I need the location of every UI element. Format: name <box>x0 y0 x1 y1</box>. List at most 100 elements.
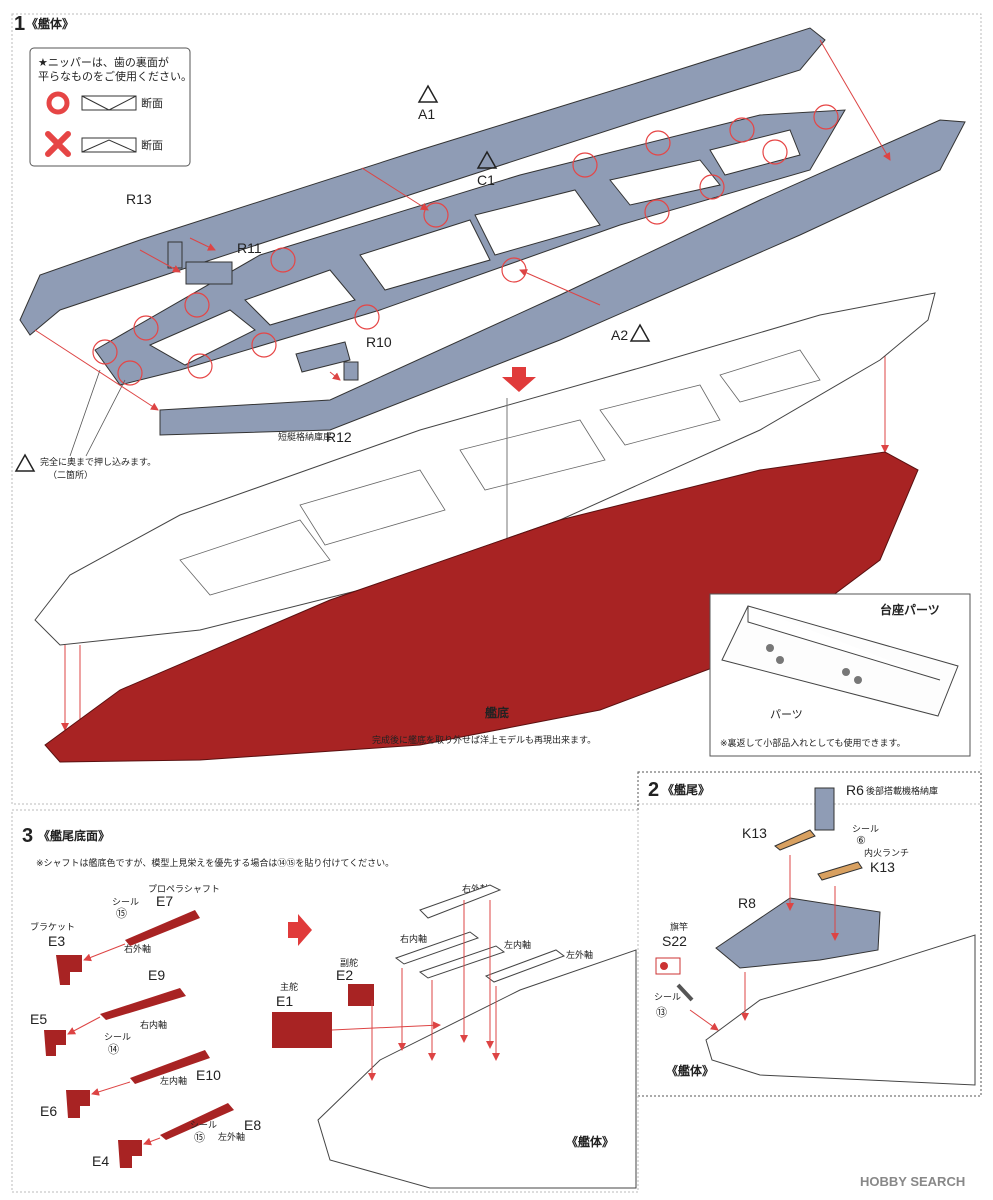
part-s22-mast <box>676 983 694 1002</box>
bracket-label: ブラケット <box>30 921 75 933</box>
white-bracket-left-inner <box>418 945 506 979</box>
label-e6: E6 <box>40 1103 57 1119</box>
assembly-arrows-step3-left <box>67 943 161 1146</box>
press-leader-lines <box>69 369 126 457</box>
r12-note: 短艇格納庫扉 <box>278 431 332 443</box>
part-r12 <box>295 341 351 373</box>
step1-frame <box>11 13 982 805</box>
step2-title: 《艦尾》 <box>662 782 710 797</box>
nipper-note-box: ★ニッパーは、歯の裏面が 平らなものをご使用ください。 断面 断面 <box>29 47 192 167</box>
label-a1: A1 <box>418 106 435 122</box>
press-note-line2: （二箇所） <box>48 469 93 481</box>
ok-label: 断面 <box>141 96 163 110</box>
seal6-label: シール <box>852 825 879 835</box>
nipper-note-line1: ★ニッパーは、歯の裏面が <box>38 55 169 69</box>
seal14-number: ⑭ <box>108 1043 119 1056</box>
part-k13a-boat <box>774 829 816 851</box>
stand-parts-box: 台座パーツ パーツ ※裏返して小部品入れとしても使用できます。 <box>709 593 971 757</box>
left-outer-shaft-a: 左外軸 <box>218 1131 245 1143</box>
label-r10: R10 <box>366 334 392 350</box>
white-bracket-right-inner <box>394 931 480 965</box>
label-e5: E5 <box>30 1011 47 1027</box>
step3-hull-label: 《艦体》 <box>566 1134 614 1149</box>
label-r6: R6 <box>846 782 864 798</box>
stand-small-parts <box>766 644 862 684</box>
stand-parts-label: パーツ <box>770 708 803 721</box>
part-r11 <box>185 261 233 285</box>
watermark: HOBBY SEARCH <box>860 1174 965 1189</box>
label-s22: S22 <box>662 933 687 949</box>
step3-number: 3 <box>22 825 33 847</box>
c1-openings <box>148 129 801 366</box>
part-e7-shaft <box>125 910 200 946</box>
hull-bottom-note: 完成後に艦底を取り外せば洋上モデルも再現出来ます。 <box>372 734 596 746</box>
label-r13: R13 <box>126 191 152 207</box>
part-e10-shaft <box>130 1050 210 1084</box>
seal15a-number: ⑮ <box>116 907 127 920</box>
label-e7: E7 <box>156 893 173 909</box>
prop-shaft-label: プロペラシャフト <box>148 884 220 895</box>
step3-frame <box>11 809 639 1193</box>
down-arrow-icon <box>502 367 536 392</box>
part-k13b-boat <box>817 861 863 881</box>
r6-note: 後部搭載機格納庫 <box>866 785 938 797</box>
left-outer-shaft-b: 左外軸 <box>566 949 593 961</box>
left-inner-shaft-a: 左内軸 <box>160 1075 187 1087</box>
part-e5-bracket <box>44 1030 66 1056</box>
ng-cross-icon <box>45 131 71 157</box>
ok-cross-section-icon <box>81 95 137 111</box>
label-a2: A2 <box>611 327 628 343</box>
hull-bottom-red <box>44 451 919 763</box>
warning-icon-a2 <box>629 323 651 342</box>
part-r13 <box>167 241 183 269</box>
sub-rudder-label: 副舵 <box>340 957 358 969</box>
warning-icon-a1 <box>417 84 439 103</box>
seal15b-number: ⑮ <box>194 1131 205 1144</box>
seal13-number: ⑬ <box>656 1006 667 1019</box>
label-e2: E2 <box>336 967 353 983</box>
hull-upper-outline <box>34 292 936 646</box>
label-e10: E10 <box>196 1067 221 1083</box>
step1-number: 1 <box>14 13 25 35</box>
assembly-arrows-step3-right <box>331 900 500 1081</box>
label-e1: E1 <box>276 993 293 1009</box>
part-r6 <box>814 787 835 831</box>
label-c1: C1 <box>477 172 495 188</box>
ok-circle-icon <box>46 91 70 115</box>
hull-upper-openings <box>179 349 821 596</box>
stand-tray-drawing <box>721 605 959 717</box>
seal6-number: ⑥ <box>856 834 866 847</box>
right-inner-shaft-a: 右内軸 <box>140 1019 167 1031</box>
seal15b-label: シール <box>190 1121 217 1131</box>
step2-number: 2 <box>648 779 659 801</box>
ng-label: 断面 <box>141 138 163 152</box>
gate-mark-circles <box>92 104 839 386</box>
part-e8-shaft <box>160 1103 234 1140</box>
label-r11: R11 <box>237 240 262 256</box>
step2-hull-outline <box>705 934 976 1086</box>
white-bracket-left-outer <box>484 949 566 983</box>
warning-icon-press <box>14 453 36 472</box>
label-e3: E3 <box>48 933 65 949</box>
right-inner-shaft-b: 右内軸 <box>400 933 427 945</box>
part-r10 <box>343 361 359 381</box>
launch-note: 内火ランチ <box>864 847 909 859</box>
part-a1-hull-side <box>19 27 826 336</box>
label-k13a: K13 <box>742 825 767 841</box>
step1-title: 《艦体》 <box>26 16 74 31</box>
part-e4-bracket <box>118 1140 142 1168</box>
ng-cross-section-icon <box>81 137 137 153</box>
label-r8: R8 <box>738 895 756 911</box>
step2-hull-label: 《艦体》 <box>666 1063 714 1078</box>
left-inner-shaft-b: 左内軸 <box>504 939 531 951</box>
label-r12: R12 <box>326 429 352 445</box>
part-e1-rudder <box>272 1012 332 1048</box>
part-e6-bracket <box>66 1090 90 1118</box>
main-rudder-label: 主舵 <box>280 981 298 993</box>
right-arrow-icon <box>288 914 312 946</box>
stand-title: 台座パーツ <box>880 602 940 617</box>
step3-title: 《艦尾底面》 <box>38 828 110 843</box>
stand-note: ※裏返して小部品入れとしても使用できます。 <box>720 737 906 749</box>
hull-bottom-label: 艦底 <box>485 705 509 720</box>
